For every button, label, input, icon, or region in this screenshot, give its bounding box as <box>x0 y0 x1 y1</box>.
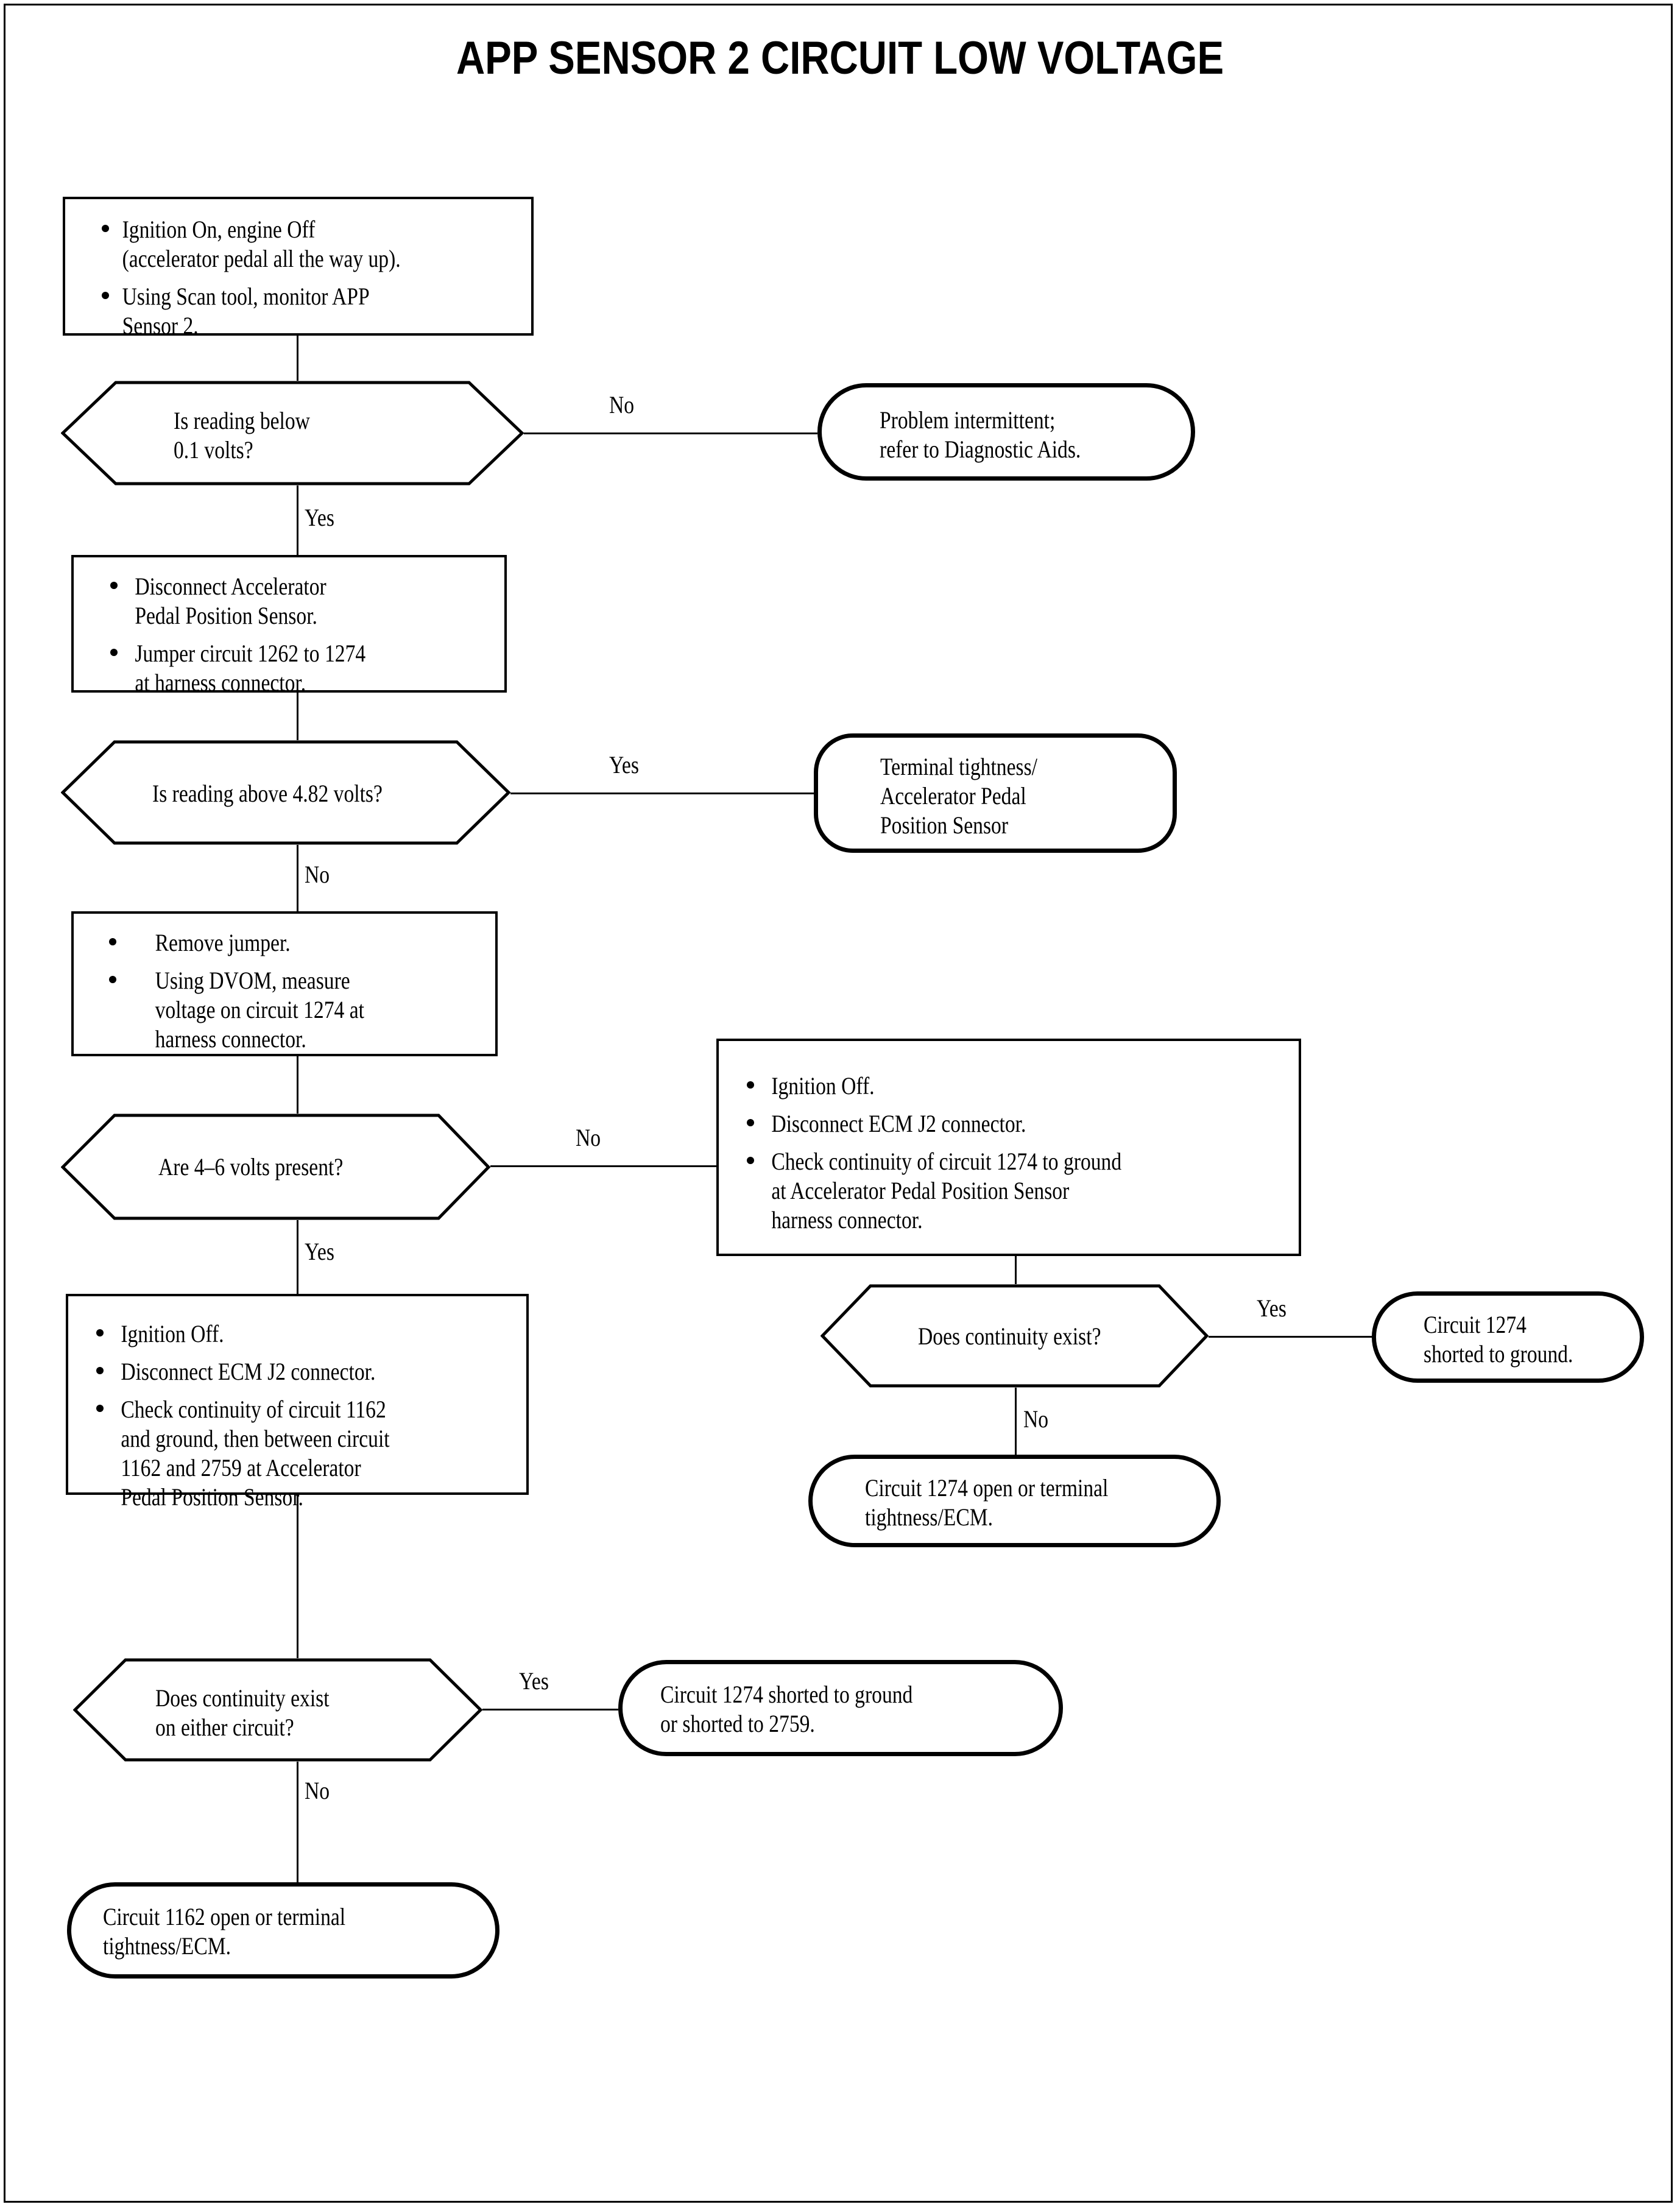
list-item: Disconnect ECM J2 connector. <box>747 1109 1290 1139</box>
step4-bullet-0: Ignition Off. <box>771 1072 875 1100</box>
list-item: Jumper circuit 1262 to 1274 at harness c… <box>110 639 496 697</box>
step5-bullet-1: Disconnect ECM J2 connector. <box>121 1358 376 1385</box>
term-1274-short-label: Circuit 1274 shorted to ground. <box>1424 1311 1573 1368</box>
step1-bullet-0: Ignition On, engine Off (accelerator ped… <box>122 216 401 272</box>
connector-step2-to-decision2 <box>297 693 298 756</box>
connector-decision3-no <box>488 1165 716 1167</box>
decision1-label: Is reading below 0.1 volts? <box>174 407 310 464</box>
node-step5-left[interactable]: Ignition Off. Disconnect ECM J2 connecto… <box>66 1294 529 1511</box>
list-item: Ignition Off. <box>96 1319 518 1349</box>
step2-bullet-0: Disconnect Accelerator Pedal Position Se… <box>135 573 326 629</box>
decision4-label: Does continuity exist? <box>918 1322 1101 1350</box>
list-item: Using DVOM, measure voltage on circuit 1… <box>109 966 487 1054</box>
term-1274-short-2759-label: Circuit 1274 shorted to ground or shorte… <box>660 1681 913 1737</box>
connector-step5-to-decision5 <box>297 1494 298 1670</box>
edge-label-decision4-no: No <box>1023 1405 1049 1433</box>
node-step2[interactable]: Disconnect Accelerator Pedal Position Se… <box>71 555 507 696</box>
node-decision2[interactable]: Is reading above 4.82 volts? <box>61 740 510 845</box>
term-1162-open-label: Circuit 1162 open or terminal tightness/… <box>103 1903 346 1960</box>
node-term-intermittent[interactable]: Problem intermittent; refer to Diagnosti… <box>817 383 1195 481</box>
connector-decision5-yes <box>479 1709 618 1710</box>
node-step3[interactable]: Remove jumper. Using DVOM, measure volta… <box>71 911 498 1056</box>
step4-bullet-list: Ignition Off. Disconnect ECM J2 connecto… <box>747 1071 1290 1235</box>
connector-decision4-yes <box>1207 1336 1375 1338</box>
node-term-1274-open[interactable]: Circuit 1274 open or terminal tightness/… <box>808 1455 1221 1547</box>
bullet-dot-icon <box>109 938 116 945</box>
step3-bullet-0: Remove jumper. <box>155 929 291 956</box>
node-decision3[interactable]: Are 4–6 volts present? <box>61 1114 490 1220</box>
list-item: Ignition Off. <box>747 1071 1290 1101</box>
page-title: APP SENSOR 2 CIRCUIT LOW VOLTAGE <box>456 32 1224 84</box>
page-border <box>4 4 1673 2203</box>
node-term-1162-open[interactable]: Circuit 1162 open or terminal tightness/… <box>67 1882 499 1979</box>
bullet-dot-icon <box>747 1157 754 1164</box>
connector-decision2-to-step3 <box>297 844 298 913</box>
node-term-tightness[interactable]: Terminal tightness/ Accelerator Pedal Po… <box>814 733 1177 853</box>
term-tightness-label: Terminal tightness/ Accelerator Pedal Po… <box>880 753 1038 839</box>
edge-label-decision2-no: No <box>305 861 330 888</box>
bullet-dot-icon <box>110 649 118 656</box>
step4-bullet-2: Check continuity of circuit 1274 to grou… <box>771 1148 1122 1234</box>
node-term-1274-short[interactable]: Circuit 1274 shorted to ground. <box>1372 1291 1644 1383</box>
bullet-dot-icon <box>102 225 109 232</box>
bullet-dot-icon <box>110 582 118 589</box>
connector-decision4-to-term-open <box>1015 1388 1017 1456</box>
step1-bullet-list: Ignition On, engine Off (accelerator ped… <box>102 215 523 341</box>
node-step4-right[interactable]: Ignition Off. Disconnect ECM J2 connecto… <box>716 1039 1301 1256</box>
term-intermittent-label: Problem intermittent; refer to Diagnosti… <box>880 406 1081 463</box>
bullet-dot-icon <box>109 976 116 983</box>
hexagon-shape <box>61 1114 490 1220</box>
connector-decision2-yes <box>509 793 814 794</box>
edge-label-decision4-yes: Yes <box>1257 1294 1286 1322</box>
node-term-1274-short-2759[interactable]: Circuit 1274 shorted to ground or shorte… <box>618 1660 1063 1756</box>
bullet-dot-icon <box>96 1405 104 1412</box>
connector-decision3-to-step5 <box>297 1219 298 1294</box>
edge-label-decision3-yes: Yes <box>305 1238 334 1265</box>
list-item: Remove jumper. <box>109 928 487 958</box>
step3-bullet-1: Using DVOM, measure voltage on circuit 1… <box>155 967 364 1053</box>
connector-decision5-to-term-1162 <box>297 1760 298 1882</box>
hexagon-shape <box>61 740 510 845</box>
bullet-dot-icon <box>96 1367 104 1374</box>
decision3-label: Are 4–6 volts present? <box>158 1153 344 1181</box>
list-item: Disconnect Accelerator Pedal Position Se… <box>110 572 496 630</box>
edge-label-decision5-no: No <box>305 1777 330 1804</box>
list-item: Disconnect ECM J2 connector. <box>96 1357 518 1386</box>
bullet-dot-icon <box>96 1329 104 1336</box>
step5-bullet-list: Ignition Off. Disconnect ECM J2 connecto… <box>96 1319 518 1512</box>
bullet-dot-icon <box>747 1119 754 1126</box>
step3-bullet-list: Remove jumper. Using DVOM, measure volta… <box>109 928 487 1054</box>
step2-bullet-1: Jumper circuit 1262 to 1274 at harness c… <box>135 640 366 696</box>
node-step1[interactable]: Ignition On, engine Off (accelerator ped… <box>63 197 534 339</box>
node-decision4[interactable]: Does continuity exist? <box>821 1284 1209 1388</box>
node-decision5[interactable]: Does continuity exist on either circuit? <box>73 1658 482 1762</box>
list-item: Check continuity of circuit 1274 to grou… <box>747 1147 1290 1235</box>
step1-bullet-1: Using Scan tool, monitor APP Sensor 2. <box>122 283 370 339</box>
connector-decision1-to-step2 <box>297 484 298 556</box>
step5-bullet-0: Ignition Off. <box>121 1320 224 1347</box>
edge-label-decision1-yes: Yes <box>305 504 334 531</box>
hexagon-shape <box>821 1284 1209 1388</box>
list-item: Ignition On, engine Off (accelerator ped… <box>102 215 523 274</box>
connector-decision1-no <box>523 432 817 434</box>
edge-label-decision1-no: No <box>609 391 635 418</box>
decision2-label: Is reading above 4.82 volts? <box>152 780 383 807</box>
step5-bullet-2: Check continuity of circuit 1162 and gro… <box>121 1396 390 1511</box>
node-decision1[interactable]: Is reading below 0.1 volts? <box>61 381 524 485</box>
connector-step1-to-decision1 <box>297 334 298 382</box>
term-1274-open-label: Circuit 1274 open or terminal tightness/… <box>865 1474 1109 1531</box>
hexagon-shape <box>73 1658 482 1762</box>
edge-label-decision5-yes: Yes <box>519 1667 549 1695</box>
edge-label-decision2-yes: Yes <box>609 751 639 778</box>
hexagon-shape <box>61 381 524 485</box>
decision5-label: Does continuity exist on either circuit? <box>155 1684 330 1741</box>
list-item: Check continuity of circuit 1162 and gro… <box>96 1395 518 1512</box>
list-item: Using Scan tool, monitor APP Sensor 2. <box>102 282 523 341</box>
edge-label-decision3-no: No <box>576 1124 601 1151</box>
bullet-dot-icon <box>102 292 109 299</box>
step4-bullet-1: Disconnect ECM J2 connector. <box>771 1110 1026 1137</box>
step2-bullet-list: Disconnect Accelerator Pedal Position Se… <box>110 572 496 697</box>
connector-step3-to-decision3 <box>297 1056 298 1128</box>
bullet-dot-icon <box>747 1081 754 1089</box>
